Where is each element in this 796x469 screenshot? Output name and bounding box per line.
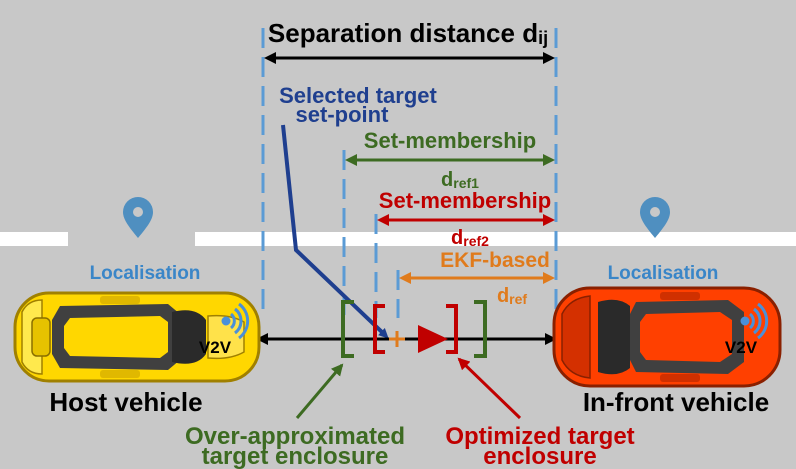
dref2-label: dref2	[451, 227, 489, 249]
selected-setpoint-label: Selected target	[279, 83, 437, 108]
optimized-enclosure-brackets	[373, 304, 458, 354]
host-vehicle-label: Host vehicle	[49, 387, 202, 417]
optimized-pointer	[457, 357, 522, 420]
host-vehicle-icon	[13, 291, 261, 383]
set-membership-2-label: Set-membership	[379, 188, 551, 213]
selected-setpoint-pointer	[281, 124, 389, 339]
ekf-estimate-marker	[389, 331, 405, 347]
over-approximated-pointer	[295, 363, 344, 419]
dref-label: dref	[497, 285, 527, 307]
host-wifi-icon	[221, 302, 250, 340]
over-approximated-label-2: target enclosure	[202, 443, 389, 469]
front-vehicle-label: In-front vehicle	[583, 387, 769, 417]
optimized-label-2: enclosure	[483, 443, 596, 469]
front-vehicle-icon	[552, 286, 782, 388]
separation-distance-label: Separation distance dij	[268, 18, 548, 48]
host-location-pin-icon	[123, 197, 153, 238]
set-membership-1-label: Set-membership	[364, 128, 536, 153]
front-localisation-label: Localisation	[608, 263, 719, 284]
over-approximated-enclosure-brackets	[341, 300, 487, 358]
target-direction-arrowhead	[418, 325, 448, 353]
selected-setpoint-label-2: set-point	[296, 102, 390, 127]
lane-markings	[0, 232, 796, 246]
host-localisation-label: Localisation	[90, 263, 201, 284]
front-wifi-icon	[740, 302, 769, 340]
optimized-label: Optimized target	[445, 423, 634, 450]
dref1-label: dref1	[441, 169, 479, 191]
ekf-based-label: EKF-based	[440, 249, 550, 272]
front-v2v-label: V2V	[725, 338, 758, 357]
reference-dashed-lines	[261, 28, 558, 318]
front-location-pin-icon	[640, 197, 670, 238]
host-v2v-label: V2V	[199, 338, 232, 357]
over-approximated-label: Over-approximated	[185, 423, 405, 450]
